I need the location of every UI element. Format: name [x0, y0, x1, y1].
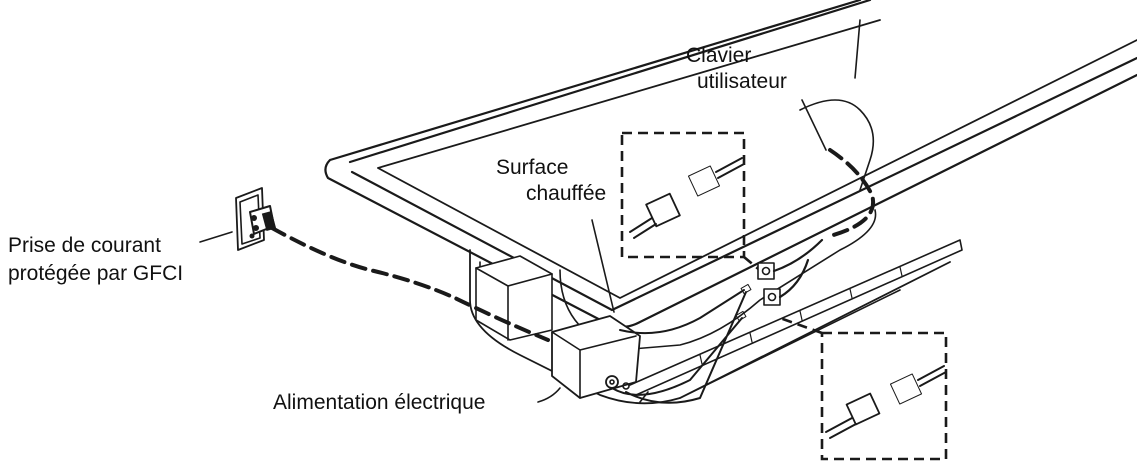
keypad-cable — [828, 148, 876, 238]
keypad-label-line1: Clavier — [686, 44, 751, 67]
keypad-leader — [801, 99, 827, 151]
connector-socket-icon — [889, 373, 923, 405]
connector-plug-icon — [645, 192, 681, 228]
heated-surface-leader — [591, 219, 615, 313]
connector-socket-icon — [687, 165, 721, 197]
gfci-outlet-icon — [235, 187, 277, 251]
power-supply-cables — [611, 291, 747, 404]
outlet-label-line1: Prise de courant — [8, 234, 161, 257]
mains-cord — [270, 226, 550, 342]
connector-plug-icon — [845, 392, 881, 426]
upper-connector-inset — [620, 131, 763, 273]
power-supply-label: Alimentation électrique — [273, 391, 485, 414]
heated-cable — [619, 289, 745, 335]
keypad-label-line2: utilisateur — [697, 70, 787, 93]
keypad-pole — [854, 19, 861, 79]
heated-surface-label-line1: Surface — [496, 156, 568, 179]
power-supply-box — [475, 255, 641, 399]
heated-surface-label-line2: chauffée — [526, 182, 606, 205]
outlet-leader — [199, 231, 233, 243]
power-supply-leader — [537, 387, 561, 403]
bathtub-body — [469, 99, 963, 405]
lower-connector-inset — [779, 316, 948, 461]
outlet-label-line2: protégée par GFCI — [8, 262, 183, 285]
tub-junction-boxes — [735, 238, 824, 322]
